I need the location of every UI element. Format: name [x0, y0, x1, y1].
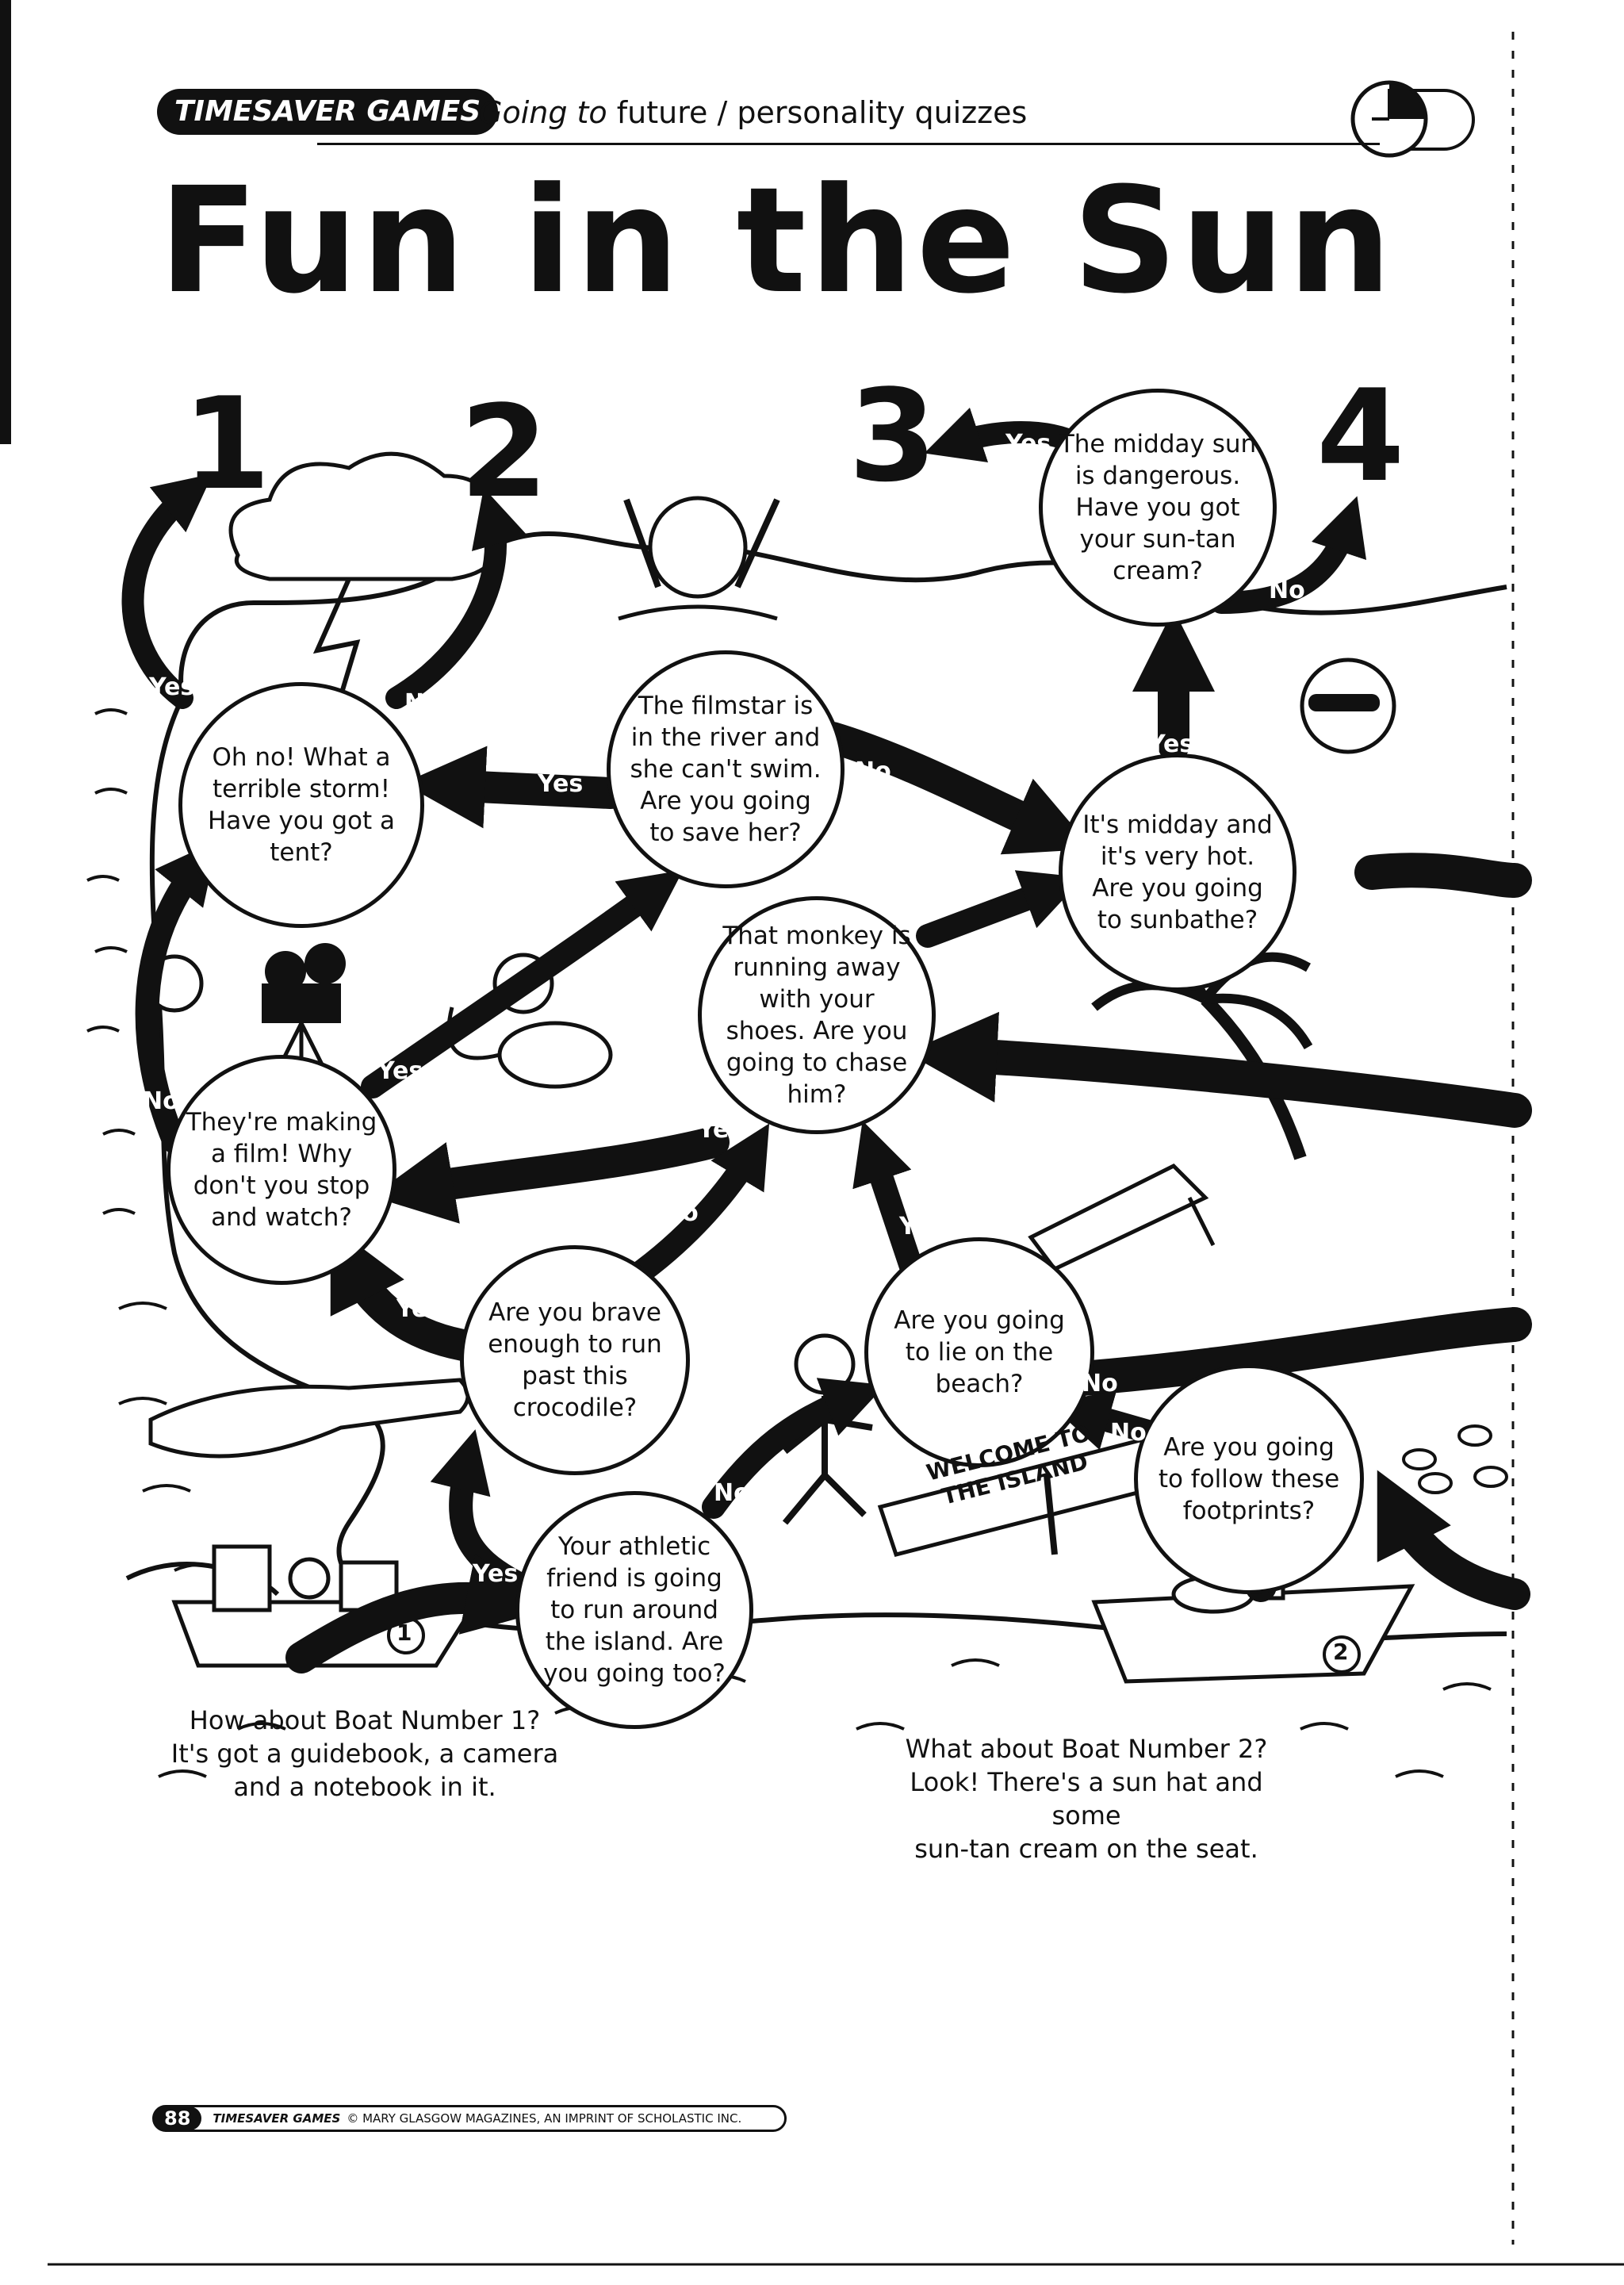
boat-1-caption-line-1: How about Boat Number 1? [189, 1705, 541, 1735]
subtitle-italic: Going to [479, 95, 607, 130]
label-beach-yes: Yes [899, 1213, 945, 1240]
question-filmstar-text: The filmstar is in the river and she can… [630, 692, 822, 847]
question-midday-sun-text: The midday sun is dangerous. Have you go… [1059, 430, 1257, 585]
label-film-yes: Yes [377, 1057, 423, 1085]
label-crocodile-yes: Yes [396, 1295, 442, 1323]
label-sunbathe-yes: Yes [1148, 730, 1194, 758]
footprints-icon [1402, 1424, 1508, 1494]
question-monkey-text: That monkey is running away with your sh… [722, 922, 911, 1109]
series-badge: TIMESAVER GAMES [157, 89, 499, 135]
footer-copyright: © MARY GLASGOW MAGAZINES, AN IMPRINT OF … [347, 2111, 742, 2126]
ending-1: 1 [182, 370, 271, 518]
question-athletic-text: Your athletic friend is going to run aro… [543, 1532, 726, 1688]
question-beach[interactable]: Are you going to lie on the beach? [864, 1237, 1094, 1467]
label-filmstar-yes: Yes [538, 770, 584, 798]
boat-2-icon [1091, 1556, 1415, 1684]
label-midday-no: No [1269, 577, 1305, 604]
question-filmstar[interactable]: The filmstar is in the river and she can… [607, 650, 845, 888]
footer-brand: TIMESAVER GAMES [213, 2111, 341, 2126]
boat-2-caption-line-1: What about Boat Number 2? [905, 1734, 1268, 1764]
ending-2: 2 [460, 378, 549, 526]
header-rule [317, 143, 1380, 145]
boat-2-caption: What about Boat Number 2? Look! There's … [880, 1732, 1293, 1865]
boat-1-caption-line-3: and a notebook in it. [233, 1772, 496, 1802]
question-film[interactable]: They're making a film! Why don't you sto… [167, 1055, 396, 1285]
clock-icon [1350, 80, 1475, 158]
boat-1-caption-line-2: It's got a guidebook, a camera [170, 1739, 559, 1769]
label-monkey-yes: Yes [698, 1116, 744, 1144]
sunburnt-person-icon [1300, 658, 1396, 754]
swimming-filmstar-icon [618, 496, 780, 621]
label-athletic-no: No [714, 1479, 750, 1507]
question-storm[interactable]: Oh no! What a terrible storm! Have you g… [178, 682, 424, 928]
boat-1-caption: How about Boat Number 1? It's got a guid… [167, 1704, 563, 1804]
page-title: Fun in the Sun [159, 156, 1395, 326]
label-footprints-no: No [1110, 1419, 1147, 1447]
page-edge-left [0, 0, 11, 444]
label-footprints-yes: Yes [1348, 1560, 1394, 1588]
question-film-text: They're making a film! Why don't you sto… [186, 1108, 377, 1232]
label-midday-yes: Yes [1005, 430, 1051, 458]
question-crocodile-text: Are you brave enough to run past this cr… [488, 1298, 662, 1422]
footer: 88 TIMESAVER GAMES © MARY GLASGOW MAGAZI… [152, 2105, 787, 2132]
label-storm-yes: Yes [149, 673, 195, 701]
question-monkey[interactable]: That monkey is running away with your sh… [698, 896, 936, 1134]
page-number: 88 [153, 2107, 202, 2130]
question-footprints[interactable]: Are you going to follow these footprints… [1134, 1364, 1364, 1594]
question-storm-text: Oh no! What a terrible storm! Have you g… [207, 743, 396, 867]
question-sunbathe-text: It's midday and it's very hot. Are you g… [1082, 811, 1273, 934]
boat-2-caption-line-2: Look! There's a sun hat and some [910, 1767, 1263, 1831]
ending-3: 3 [848, 362, 937, 510]
label-beach-no: No [1082, 1370, 1118, 1397]
question-crocodile[interactable]: Are you brave enough to run past this cr… [460, 1245, 690, 1475]
boat-2-caption-line-3: sun-tan cream on the seat. [914, 1834, 1258, 1864]
boat-1-number: 1 [396, 1620, 412, 1646]
ending-4: 4 [1316, 362, 1405, 510]
label-sunbathe-no: No [1316, 864, 1353, 891]
question-sunbathe[interactable]: It's midday and it's very hot. Are you g… [1059, 753, 1297, 991]
label-athletic-yes: Yes [473, 1560, 519, 1588]
label-storm-no: No [404, 689, 441, 717]
question-beach-text: Are you going to lie on the beach? [894, 1306, 1065, 1398]
question-footprints-text: Are you going to follow these footprints… [1158, 1433, 1340, 1525]
boat-2-number: 2 [1333, 1639, 1349, 1665]
subtitle: Going to future / personality quizzes [479, 90, 1027, 135]
subtitle-rest: future / personality quizzes [607, 95, 1028, 130]
label-film-no: No [143, 1087, 179, 1115]
film-camera-icon [145, 943, 346, 1072]
label-crocodile-no: No [662, 1199, 699, 1227]
label-monkey-no: No [944, 970, 980, 998]
question-athletic[interactable]: Your athletic friend is going to run aro… [515, 1491, 753, 1729]
question-midday-sun[interactable]: The midday sun is dangerous. Have you go… [1039, 389, 1277, 627]
storm-cloud-icon [228, 451, 497, 723]
label-filmstar-no: No [855, 757, 891, 785]
